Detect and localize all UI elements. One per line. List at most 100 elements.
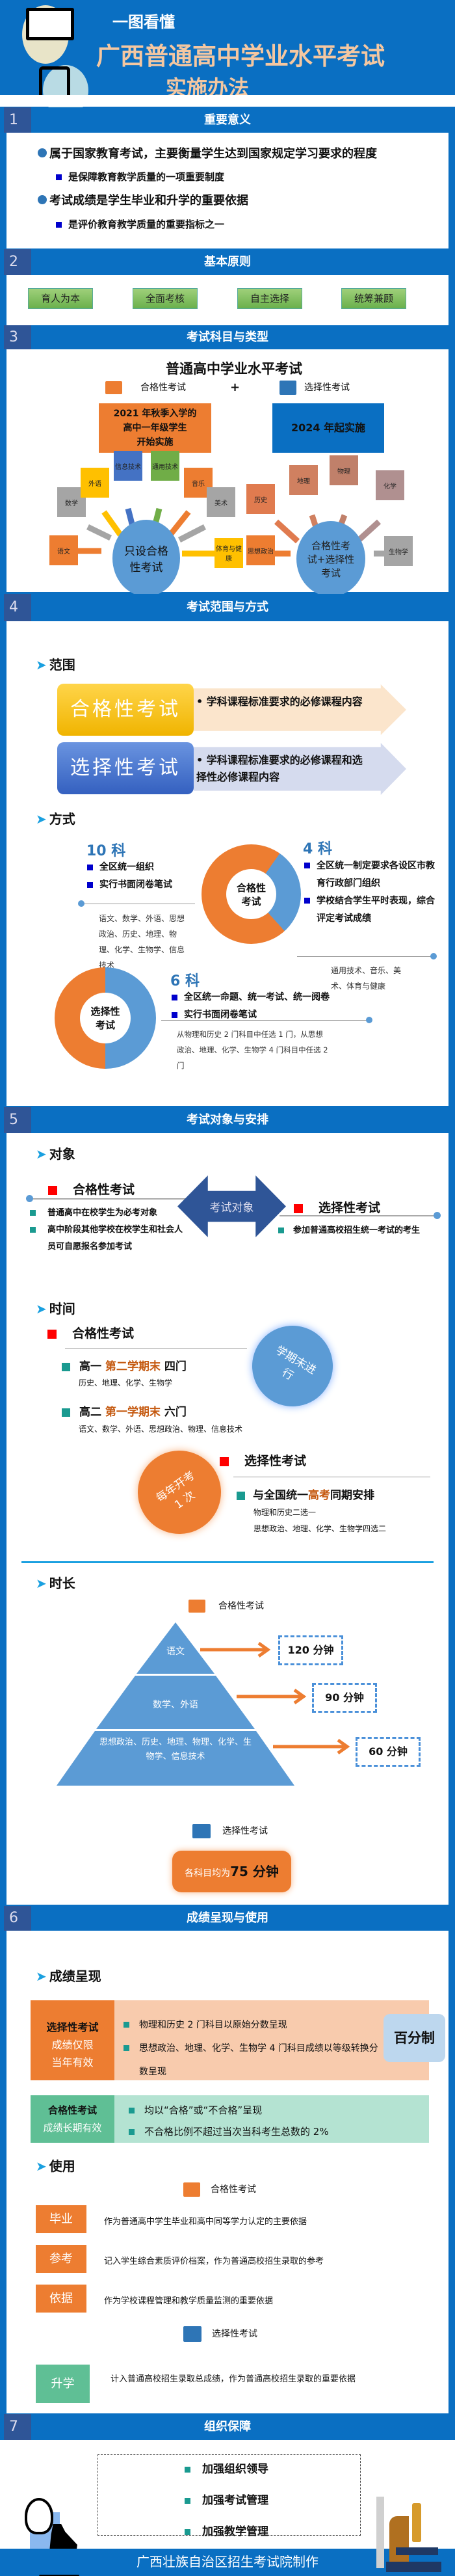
double-arrow-label: 考试对象 [209,1201,254,1214]
time-subjects: 思想政治、地理、化学、生物学四选二 [254,1524,387,1533]
scope-xuanze-box: 选择性考试 [57,742,194,794]
time-hege-label: 合格性考试 [47,1324,134,1341]
subject-chemistry: 化学 [376,470,404,500]
subject-biology: 生物学 [384,536,413,566]
chevron-right-icon: ➤ [36,1968,47,1984]
xuanze-count: 6 科 [170,973,200,989]
section-title: 考试范围与方式 [187,600,268,614]
only-hege-circle: 只设合格性考试 [112,520,180,597]
subject-history: 历史 [246,484,275,514]
school-bullets: 全区统一制定要求各设区市教育行政部门组织 学校结合学生平时表现，综合评定考试成绩 [304,857,441,928]
time-grade: 高二 [79,1406,105,1419]
use-tag-graduation: 毕业 [36,2205,86,2233]
section-title: 基本原则 [204,255,251,269]
item-text: 加强教学管理 [202,2525,268,2538]
header-title: 广西普通高中学业水平考试 [96,42,385,70]
tag-line: 选择性考试 [46,2021,99,2033]
section-number: 5 [4,1107,31,1133]
duration-divider [21,1561,434,1563]
label-text: 选择性考试 [318,1201,381,1215]
legend-hege: 合格性考试 [188,1599,264,1613]
square-bullet-icon [87,881,93,888]
book-icon-outline [26,8,74,40]
duration-heading: ➤时长 [36,1573,75,1592]
legend-label: 合格性考试 [140,382,186,393]
hege-donut-label: 合格性考试 [226,869,276,919]
xuanze-score-tag: 选择性考试成绩仅限当年有效 [31,2000,114,2080]
legend-label: 合格性考试 [211,2184,256,2195]
subject-politics: 思想政治 [246,535,275,565]
time-item: 高一 第二学期末 四门 [62,1357,187,1373]
teal-square-icon [30,1227,36,1233]
square-bullet-icon [304,898,310,904]
duration-arrows [200,1641,350,1755]
guarantee-box [98,2454,361,2536]
significance-sub: 是保障教育教学质量的一项重要制度 [56,170,224,183]
tag-line: 成绩长期有效 [43,2122,102,2134]
plus-sign: + [230,381,240,394]
lightbulb-icon [25,2498,53,2534]
time-pre: 与全国统一 [253,1489,308,1502]
subject-physics: 物理 [330,455,358,485]
use-tag-admission: 升学 [36,2365,90,2403]
tag-line: 成绩仅限 [51,2039,94,2051]
bullet-text: 全区统一组织 [99,862,154,872]
item-text: 不合格比例不超过当次当科考生总数的 2% [144,2126,329,2138]
section-title: 重要意义 [204,113,251,127]
chevron-right-icon: ➤ [36,657,47,673]
section-title: 成绩呈现与使用 [187,1911,268,1925]
principle-1: 育人为本 [28,288,93,309]
blue-flag-icon [280,381,296,395]
globe-bullet-icon [38,148,47,157]
hege-score-items: 均以“合格”或“不合格”呈现 不合格比例不超过当次当科考生总数的 2% [129,2100,329,2143]
section-title: 考试科目与类型 [187,330,268,344]
heading-text: 对象 [49,1146,75,1162]
teal-square-icon [30,1210,36,1216]
item-text: 属于国家教育考试，主要衡量学生达到国家规定学习要求的程度 [49,147,377,161]
scope-hege-box: 合格性考试 [57,684,194,736]
item-text: 参加普通高校招生统一考试的考生 [293,1226,421,1235]
blue-flag-icon [183,2326,202,2342]
item-text: 物理和历史 2 门科目以原始分数呈现 [139,2020,287,2030]
label-text: 合格性考试 [73,1183,135,1197]
principle-2: 全面考核 [133,288,198,309]
heading-text: 时长 [49,1576,75,1591]
time-highlight: 第一学期末 [105,1406,161,1419]
hege-start-box: 2021 年秋季入学的高中一年级学生开始实施 [99,403,211,453]
time-subjects: 语文、数学、外语、思想政治、物理、信息技术 [79,1425,243,1434]
subject-foreign-language: 外语 [81,468,109,498]
legend-xuanze: 选择性考试 [183,2326,257,2342]
teal-square-icon [62,1408,70,1417]
use-tag-basis: 依据 [36,2285,86,2313]
time-item: 高二 第一学期末 六门 [62,1402,187,1419]
desc-text: 学科课程标准要求的必修课程内容 [206,695,363,708]
time-subjects: 历史、地理、化学、生物学 [79,1378,173,1388]
significance-item: 考试成绩是学生毕业和升学的重要依据 [38,191,248,208]
hege-score-tag: 合格性考试成绩长期有效 [31,2095,114,2143]
legend-xuanze: 选择性考试 [280,381,350,395]
pyramid-label-2: 数学、外语 [153,1700,198,1710]
target-xuanze-items: 参加普通高校招生统一考试的考生 [278,1223,420,1235]
box-line: 高中一年级学生 [123,423,187,433]
target-xuanze-line [280,1215,437,1216]
heading-text: 成绩呈现 [49,1968,101,1984]
teal-square-icon [129,2108,135,2113]
blue-flag-icon [192,1824,211,1838]
box-line: 开始实施 [136,437,174,448]
red-square-icon [47,1329,57,1339]
legend-hege: 合格性考试 [183,2182,256,2197]
heading-text: 范围 [49,657,75,673]
teal-square-icon [185,2497,190,2504]
chevron-right-icon: ➤ [36,1301,47,1317]
significance-item: 属于国家教育考试，主要衡量学生达到国家规定学习要求的程度 [38,144,377,161]
item-text: 是保障教育教学质量的一项重要制度 [68,171,225,183]
legend-label: 选择性考试 [212,2329,257,2339]
duration-value: 75 分钟 [230,1864,279,1879]
microscope-icon [373,2497,445,2573]
time-post: 同期安排 [330,1489,374,1502]
section-number: 3 [4,325,31,349]
time-count: 四门 [160,1360,187,1373]
